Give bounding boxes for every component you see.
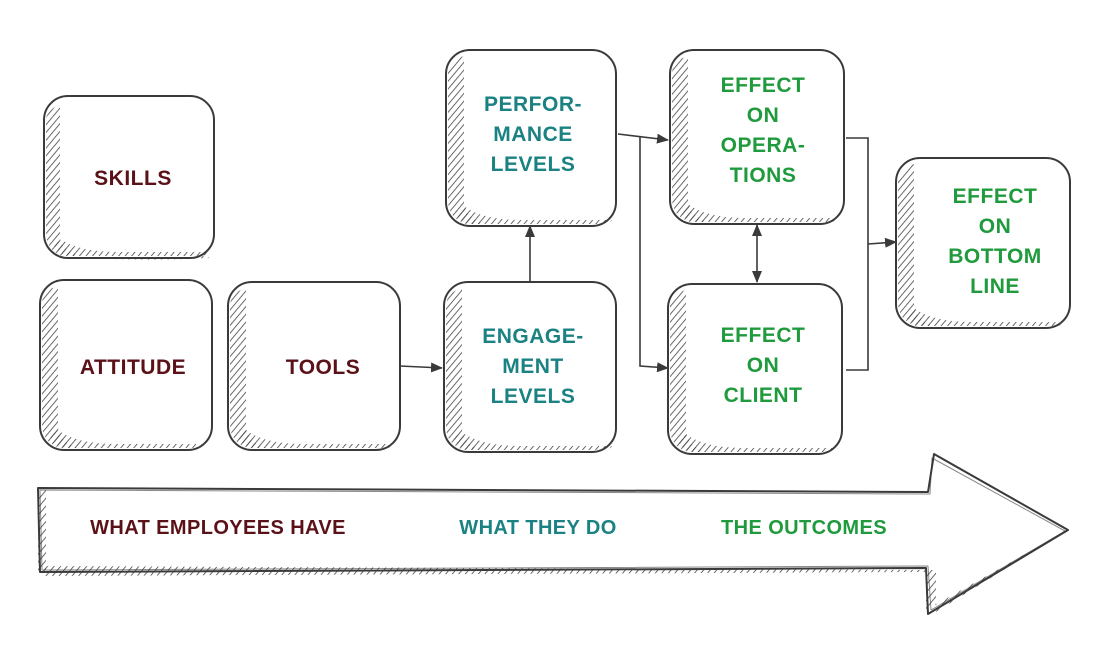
band-label-do: WHAT THEY DO xyxy=(459,517,616,539)
label-line: PERFOR- xyxy=(484,93,582,116)
label-line: LINE xyxy=(970,275,1020,298)
band-label-have: WHAT EMPLOYEES HAVE xyxy=(90,517,346,539)
box-operations-frame xyxy=(669,49,845,225)
label-line: ATTITUDE xyxy=(80,356,186,379)
label-line: TIONS xyxy=(730,164,797,187)
label-bottom-line: EFFECT ON BOTTOM LINE xyxy=(948,185,1042,298)
box-attitude-hatch-left xyxy=(42,286,78,448)
label-operations: EFFECT ON OPERA- TIONS xyxy=(721,74,806,187)
box-skills xyxy=(43,95,215,260)
label-line: ON xyxy=(979,215,1012,238)
box-bottom-line-frame xyxy=(895,157,1071,329)
box-operations-hatch-bottom xyxy=(680,204,840,222)
box-bottom-line-hatch-left xyxy=(898,164,934,326)
box-skills-hatch-bottom xyxy=(54,240,210,256)
box-client-hatch-bottom xyxy=(678,434,838,452)
box-engagement-hatch-bottom xyxy=(454,432,612,450)
label-line: EFFECT xyxy=(721,74,806,97)
box-attitude-frame xyxy=(39,279,213,451)
label-line: MENT xyxy=(502,355,564,378)
label-performance: PERFOR- MANCE LEVELS xyxy=(484,93,582,176)
box-performance-hatch-left xyxy=(448,56,484,224)
box-skills-hatch-left xyxy=(46,104,80,256)
box-performance-hatch-bottom xyxy=(456,206,612,224)
label-engagement: ENGAGE- MENT LEVELS xyxy=(482,325,584,408)
label-line: EFFECT xyxy=(721,324,806,347)
box-client-frame xyxy=(667,283,843,455)
band-label-outcome: THE OUTCOMES xyxy=(721,517,887,539)
connectors xyxy=(399,133,897,373)
label-attitude: ATTITUDE xyxy=(80,356,186,379)
box-tools xyxy=(227,281,401,451)
label-line: OPERA- xyxy=(721,134,806,157)
connector-performance-to-operations xyxy=(617,133,669,144)
box-tools-hatch-left xyxy=(230,288,266,448)
timeline-arrow-shadow xyxy=(42,530,1068,612)
box-attitude-hatch-bottom xyxy=(50,430,208,448)
label-line: MANCE xyxy=(493,123,573,146)
label-line: TOOLS xyxy=(286,356,360,379)
label-line: ON xyxy=(747,104,780,127)
box-engagement-hatch-left xyxy=(446,288,482,450)
box-operations xyxy=(669,49,845,225)
label-skills: SKILLS xyxy=(94,167,172,190)
band-labels: WHAT EMPLOYEES HAVE WHAT THEY DO THE OUT… xyxy=(90,517,887,539)
label-line: SKILLS xyxy=(94,167,172,190)
box-attitude xyxy=(39,279,213,451)
box-performance xyxy=(445,49,617,227)
label-line: BOTTOM xyxy=(948,245,1042,268)
label-line: ON xyxy=(747,354,780,377)
box-bottom-line xyxy=(895,157,1071,329)
label-line: CLIENT xyxy=(724,384,803,407)
label-line: LEVELS xyxy=(491,153,576,176)
box-performance-frame xyxy=(445,49,617,227)
label-line: EFFECT xyxy=(953,185,1038,208)
box-engagement xyxy=(443,281,617,453)
box-labels: SKILLS ATTITUDE TOOLS PERFOR- MANCE LEVELS… xyxy=(80,74,1042,408)
label-line: ENGAGE- xyxy=(482,325,584,348)
timeline-arrow xyxy=(37,453,1069,615)
timeline-arrow-outline xyxy=(37,453,1069,615)
timeline-arrow-outline-rough xyxy=(39,457,1066,611)
label-line: LEVELS xyxy=(491,385,576,408)
label-client: EFFECT ON CLIENT xyxy=(721,324,806,407)
box-client xyxy=(667,283,843,455)
connector-outcomes-merge xyxy=(846,137,869,371)
box-skills-frame xyxy=(43,95,215,259)
box-engagement-frame xyxy=(443,281,617,453)
label-tools: TOOLS xyxy=(286,356,360,379)
box-bottom-line-hatch-bottom xyxy=(906,308,1066,326)
connector-to-bottom-line xyxy=(867,237,897,248)
box-client-hatch-left xyxy=(670,290,706,452)
box-tools-hatch-bottom xyxy=(238,430,396,448)
box-operations-hatch-left xyxy=(672,56,708,222)
box-tools-frame xyxy=(227,281,401,451)
connector-performance-to-client xyxy=(639,136,669,373)
connector-tools-to-engagement xyxy=(399,362,443,373)
